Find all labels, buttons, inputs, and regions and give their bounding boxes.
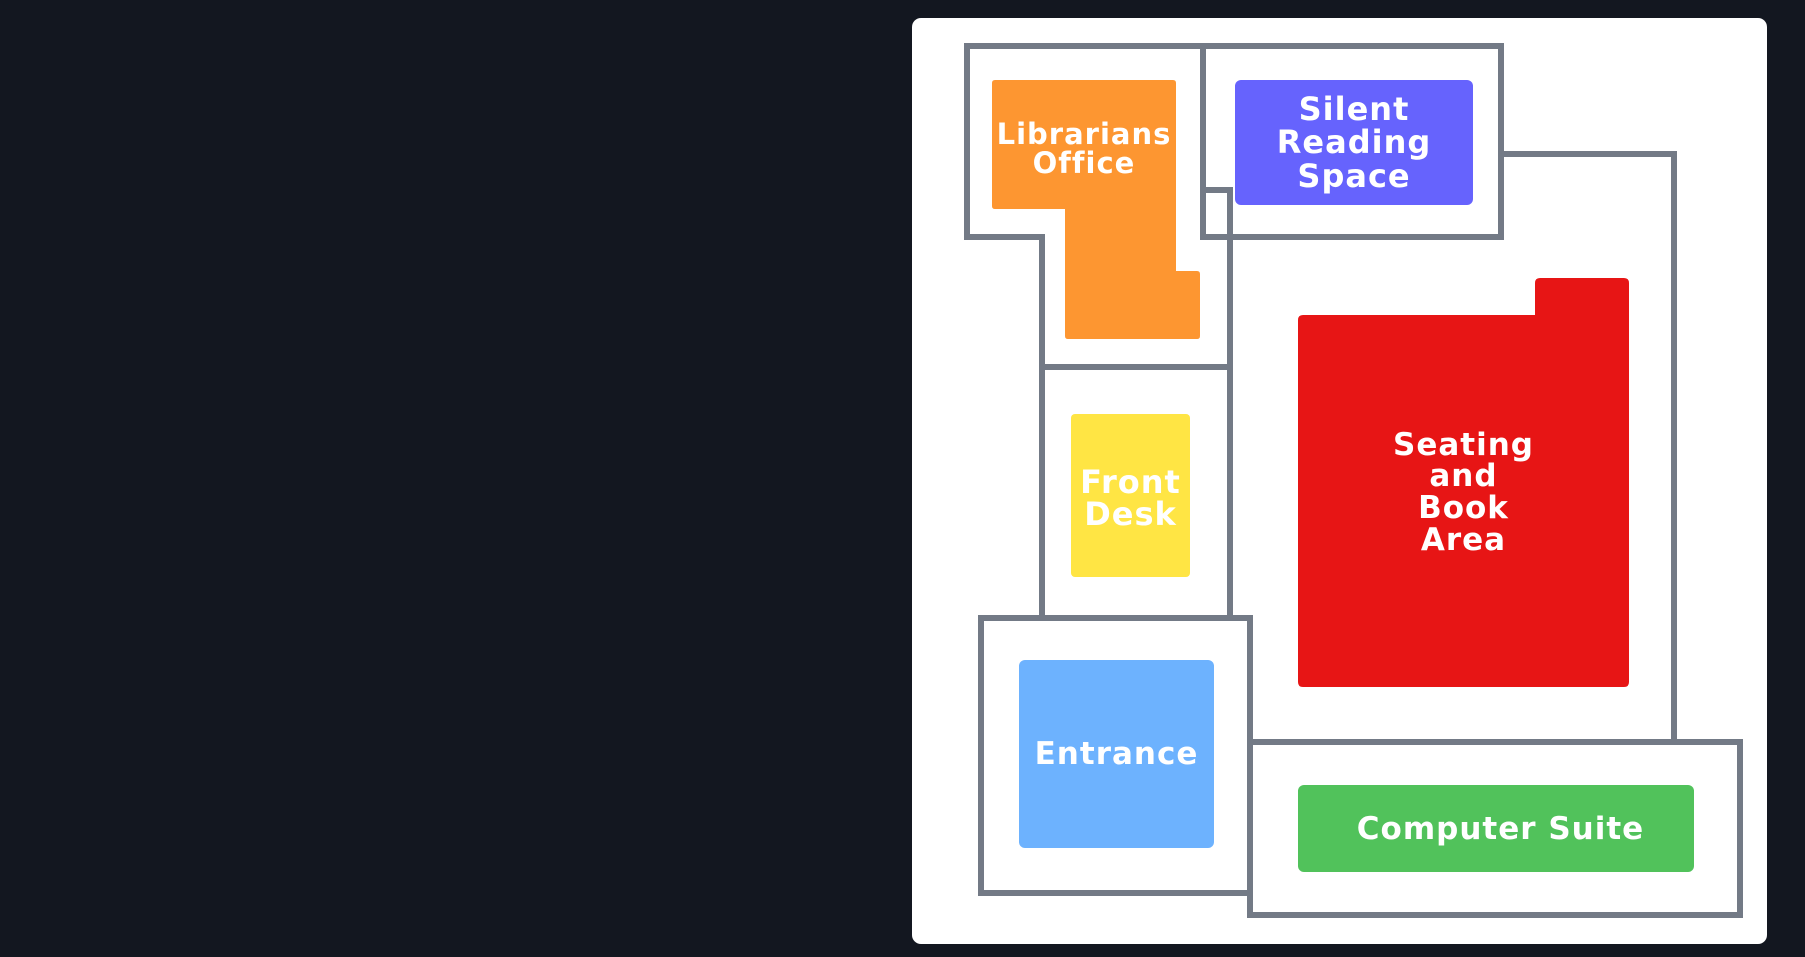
wall-computer-suite bbox=[1247, 739, 1743, 918]
floor-plan-svg bbox=[964, 43, 1743, 918]
room-computer-suite[interactable] bbox=[1298, 785, 1694, 872]
room-silent-reading[interactable] bbox=[1235, 80, 1473, 205]
room-seating-book-area-shape[interactable] bbox=[1298, 278, 1629, 687]
room-entrance[interactable] bbox=[1019, 660, 1214, 848]
room-librarians-office[interactable] bbox=[992, 80, 1200, 339]
floor-plan-canvas: Librarians Office Silent Reading Space F… bbox=[912, 18, 1767, 944]
room-front-desk[interactable] bbox=[1071, 414, 1190, 577]
room-seating-book-area[interactable] bbox=[1299, 295, 1538, 314]
